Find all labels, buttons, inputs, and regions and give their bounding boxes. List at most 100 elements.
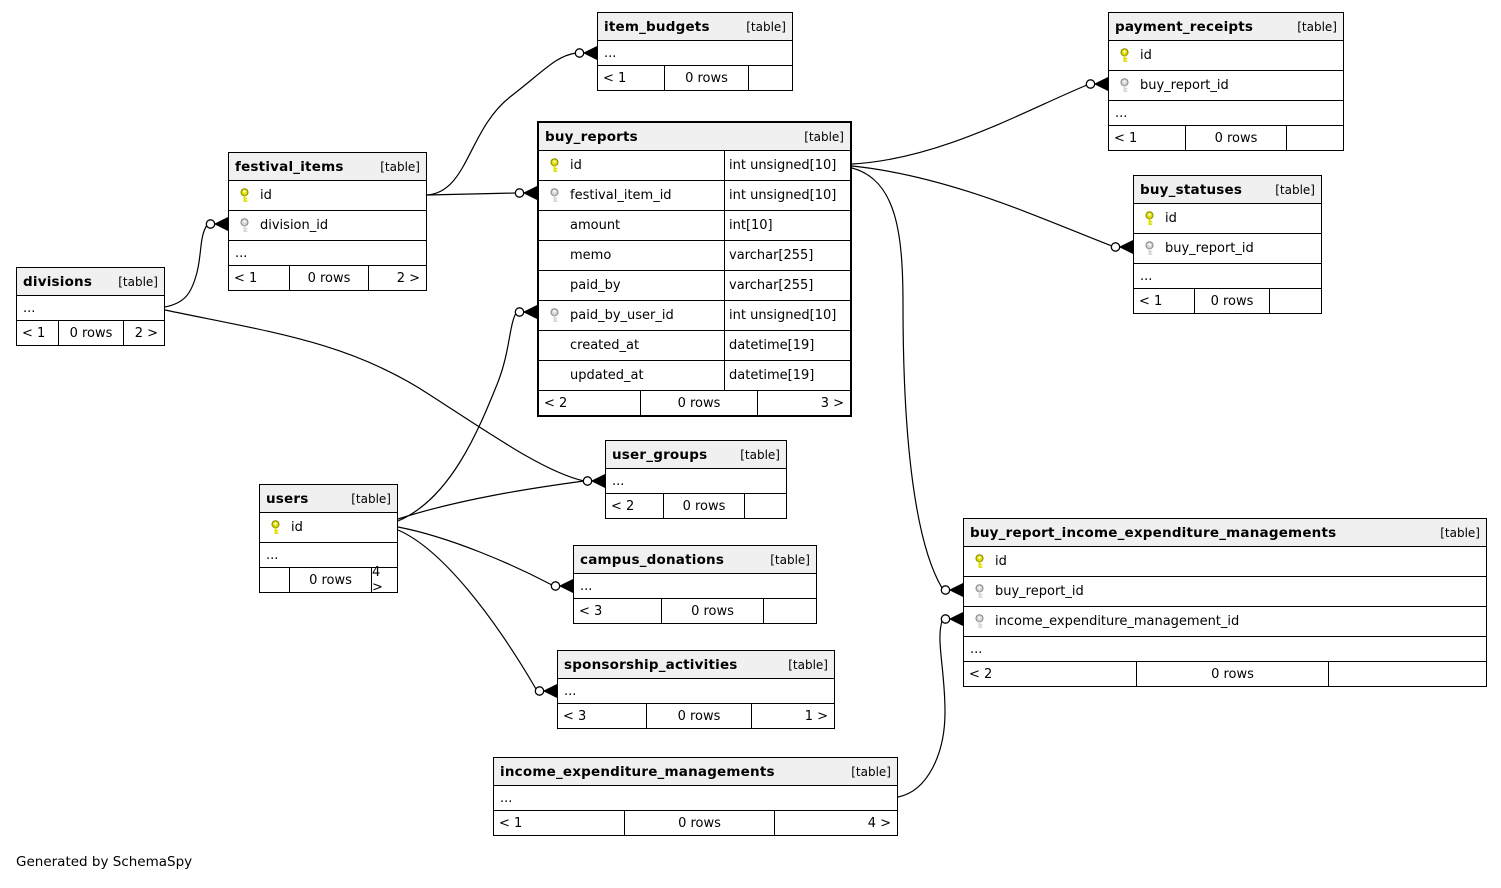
column-name: buy_report_id <box>995 584 1084 599</box>
footer-rowcount: 0 rows <box>58 321 123 345</box>
table-header[interactable]: festival_items[table] <box>229 153 426 180</box>
column-row-income_expenditure_management_id: income_expenditure_management_id <box>964 606 1486 636</box>
column-name: festival_item_id <box>570 188 672 203</box>
column-name-cell: id <box>1109 41 1343 70</box>
key-icon-slot <box>238 218 260 233</box>
table-type-tag: [table] <box>851 764 891 779</box>
table-type-tag: [table] <box>1275 182 1315 197</box>
column-name-cell: amount <box>539 211 724 240</box>
table-name: item_budgets <box>604 18 710 35</box>
table-header[interactable]: item_budgets[table] <box>598 13 792 40</box>
table-type-tag: [table] <box>118 274 158 289</box>
column-type: varchar[255] <box>724 271 850 300</box>
zero-or-one-circle-marker <box>940 585 951 595</box>
footer-parents: < 1 <box>499 815 523 831</box>
table-type-tag: [table] <box>1297 19 1337 34</box>
zero-or-one-circle-marker <box>1110 242 1121 252</box>
table-header[interactable]: buy_reports[table] <box>539 123 850 150</box>
column-name-cell: id <box>539 151 724 180</box>
table-type-tag: [table] <box>788 657 828 672</box>
edge-buy_reports.id-to-buy_statuses.buy_report_id <box>851 165 1113 247</box>
footer-children <box>1269 289 1321 313</box>
table-header[interactable]: campus_donations[table] <box>574 546 816 573</box>
table-header[interactable]: buy_report_income_expenditure_management… <box>964 519 1486 546</box>
table-header[interactable]: payment_receipts[table] <box>1109 13 1343 40</box>
footer-rowcount: 0 rows <box>640 391 757 415</box>
key-icon-slot <box>1118 78 1140 93</box>
column-row-created_at: created_at datetime[19] <box>539 330 850 360</box>
column-name-cell: id <box>260 513 397 542</box>
crow-foot-marker <box>582 45 598 61</box>
crow-foot-marker <box>213 216 229 232</box>
footer-rowcount: 0 rows <box>289 568 371 592</box>
ellipsis-row: ... <box>1109 100 1343 125</box>
zero-or-one-circle-marker <box>514 307 525 317</box>
column-name: amount <box>570 218 621 233</box>
footer-children <box>1286 126 1343 150</box>
edge-divisions-to-user_groups <box>164 309 585 482</box>
zero-or-one-circle-marker <box>582 476 593 486</box>
table-header[interactable]: user_groups[table] <box>606 441 786 468</box>
table-header[interactable]: income_expenditure_managements[table] <box>494 758 897 785</box>
table-name: buy_statuses <box>1140 181 1243 198</box>
footer-children: 1 > <box>751 704 834 728</box>
column-name-cell: paid_by_user_id <box>539 301 724 330</box>
ellipsis-row: ... <box>17 295 164 320</box>
footer-rowcount: 0 rows <box>624 811 774 835</box>
primary-key-icon <box>271 520 280 534</box>
zero-or-one-circle-marker <box>574 48 585 58</box>
column-name: division_id <box>260 218 329 233</box>
column-name: memo <box>570 248 612 263</box>
footer-rowcount: 0 rows <box>1136 662 1328 686</box>
column-type: datetime[19] <box>724 331 850 360</box>
column-name-cell: created_at <box>539 331 724 360</box>
edge-users.id-to-sponsorship_activities <box>397 529 537 690</box>
ellipsis-row: ... <box>964 636 1486 661</box>
zero-or-one-circle-marker <box>940 614 951 624</box>
table-name: buy_reports <box>545 128 638 145</box>
ellipsis-row: ... <box>1134 263 1321 288</box>
table-name: users <box>266 490 309 507</box>
column-name: created_at <box>570 338 640 353</box>
crow-foot-marker <box>522 185 538 201</box>
column-name: id <box>260 188 272 203</box>
column-row-id: id <box>229 180 426 210</box>
foreign-key-icon <box>1145 241 1154 255</box>
primary-key-icon <box>1120 48 1129 62</box>
foreign-key-icon <box>550 308 559 322</box>
zero-or-one-circle-marker <box>550 581 561 591</box>
key-icon-slot <box>973 614 995 629</box>
crow-foot-marker <box>1093 76 1109 92</box>
column-row-division_id: division_id <box>229 210 426 240</box>
crow-foot-marker <box>590 473 606 489</box>
table-type-tag: [table] <box>380 159 420 174</box>
crow-foot-marker <box>558 578 574 594</box>
table-header[interactable]: users[table] <box>260 485 397 512</box>
foreign-key-icon <box>975 584 984 598</box>
table-header[interactable]: divisions[table] <box>17 268 164 295</box>
edge-festival_items.id-to-item_budgets <box>426 52 577 196</box>
edge-users.id-to-buy_reports.paid_by_user_id <box>397 312 517 522</box>
crow-foot-marker <box>948 611 964 627</box>
footer-parents <box>260 568 289 592</box>
key-icon-slot <box>973 584 995 599</box>
table-header[interactable]: sponsorship_activities[table] <box>558 651 834 678</box>
key-icon-slot <box>269 520 291 535</box>
column-name: buy_report_id <box>1140 78 1229 93</box>
footer-rowcount: 0 rows <box>663 494 744 518</box>
footer-parents: < 3 <box>563 708 587 724</box>
table-header[interactable]: buy_statuses [table] <box>1134 176 1321 203</box>
